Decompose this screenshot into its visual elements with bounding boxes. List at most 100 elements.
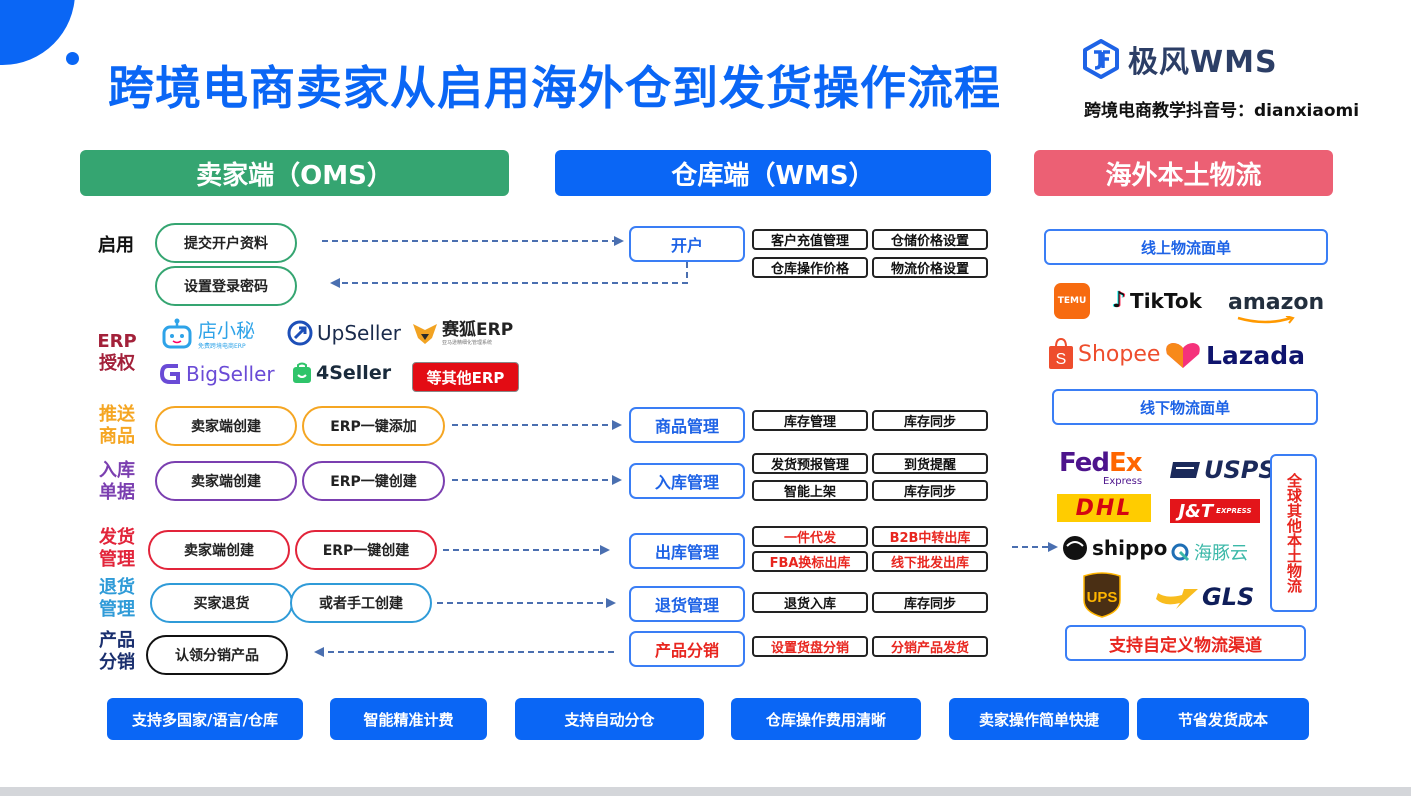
upseller-rocket-icon <box>287 320 313 346</box>
gls-name: GLS <box>1202 583 1255 611</box>
fedex-express: Express <box>1103 476 1143 487</box>
oms-inbound-seller-create[interactable]: 卖家端创建 <box>155 461 297 501</box>
tiktok-note-icon: ♪ <box>1112 288 1127 313</box>
shopee-logo: S Shopee <box>1048 338 1160 370</box>
shopee-bag-icon: S <box>1049 338 1073 369</box>
feature-fba-relabel: FBA换标出库 <box>752 551 868 572</box>
usps-name: USPS <box>1204 456 1276 484</box>
logo-name: 极风WMS <box>1128 45 1278 80</box>
oms-inbound-erp-create[interactable]: ERP一键创建 <box>302 461 445 501</box>
feature-operation-price: 仓库操作价格 <box>752 257 868 278</box>
erp-saihu-name: 赛狐ERP <box>442 319 514 340</box>
oms-set-login-password[interactable]: 设置登录密码 <box>155 266 297 306</box>
lazada-name: Lazada <box>1206 340 1305 370</box>
ups-shield-icon: UPS <box>1083 572 1121 618</box>
ups-text: UPS <box>1087 589 1118 606</box>
wms-outbound-mgmt[interactable]: 出库管理 <box>629 533 745 569</box>
oms-buyer-return[interactable]: 买家退货 <box>150 583 293 623</box>
haitunyun-logo: 海豚云 <box>1170 539 1248 565</box>
feature-arrival-reminder: 到货提醒 <box>872 453 988 474</box>
wms-open-account[interactable]: 开户 <box>629 226 745 262</box>
feature-inventory-sync-inbound: 库存同步 <box>872 480 988 501</box>
erp-logo-dianxiaomi[interactable]: 店小秘 免费跨境电商ERP <box>160 318 255 352</box>
more-erp-button[interactable]: 等其他ERP <box>412 362 519 392</box>
online-label-box[interactable]: 线上物流面单 <box>1044 229 1328 265</box>
temu-logo: TEMU <box>1054 283 1090 319</box>
oms-push-seller-create[interactable]: 卖家端创建 <box>155 406 297 446</box>
lazada-logo: Lazada <box>1164 340 1305 370</box>
shopee-name: Shopee <box>1078 341 1161 367</box>
global-other-logistics[interactable]: 全球其他本土物流 <box>1270 454 1317 612</box>
bigseller-icon <box>159 364 180 384</box>
erp-logo-bigseller[interactable]: BigSeller <box>158 362 275 386</box>
offline-label-box[interactable]: 线下物流面单 <box>1052 389 1318 425</box>
section-header-wms: 仓库端（WMS） <box>555 150 991 196</box>
feature-recharge-mgmt: 客户充值管理 <box>752 229 868 250</box>
ups-logo: UPS <box>1082 572 1122 618</box>
oms-push-erp-add[interactable]: ERP一键添加 <box>302 406 445 446</box>
section-header-oms: 卖家端（OMS） <box>80 150 509 196</box>
oms-shipping-erp-create[interactable]: ERP一键创建 <box>295 530 437 570</box>
jt-name: J&T <box>1178 500 1214 522</box>
haitunyun-name: 海豚云 <box>1194 543 1248 564</box>
wms-inbound-mgmt[interactable]: 入库管理 <box>629 463 745 499</box>
usps-eagle-icon <box>1170 462 1200 478</box>
fedex-logo: FedEx Express <box>1059 448 1143 487</box>
erp-logo-upseller[interactable]: UpSeller <box>287 320 401 346</box>
feature-distribution-shipping: 分销产品发货 <box>872 636 988 657</box>
shippo-name: shippo <box>1092 536 1168 560</box>
feature-inventory-mgmt: 库存管理 <box>752 410 868 431</box>
feature-set-distribution-pool: 设置货盘分销 <box>752 636 868 657</box>
tiktok-logo: ♪ TikTok <box>1112 288 1202 313</box>
erp-upseller-name: UpSeller <box>317 321 401 345</box>
shippo-icon <box>1063 536 1087 560</box>
footer-simple-operation: 卖家操作简单快捷 <box>949 698 1129 740</box>
feature-inventory-sync: 库存同步 <box>872 410 988 431</box>
oms-shipping-seller-create[interactable]: 卖家端创建 <box>148 530 290 570</box>
row-label-shipping-line2: 管理 <box>99 549 135 570</box>
footer-auto-warehouse: 支持自动分仓 <box>515 698 704 740</box>
erp-bigseller-name: BigSeller <box>186 362 275 386</box>
feature-logistics-price: 物流价格设置 <box>872 257 988 278</box>
row-label-enable: 启用 <box>98 235 134 256</box>
feature-inventory-sync-returns: 库存同步 <box>872 592 988 613</box>
section-header-logistics: 海外本土物流 <box>1034 150 1333 196</box>
robot-icon <box>162 318 192 349</box>
erp-dianxiaomi-name: 店小秘 <box>198 319 256 342</box>
row-label-returns: 退货 管理 <box>97 577 137 621</box>
row-label-push-line1: 推送 <box>99 404 135 425</box>
row-label-dist-line1: 产品 <box>99 630 135 651</box>
feature-storage-price: 仓储价格设置 <box>872 229 988 250</box>
jt-express-text: EXPRESS <box>1216 507 1252 515</box>
bottom-divider <box>0 787 1411 796</box>
wms-product-mgmt[interactable]: 商品管理 <box>629 407 745 443</box>
row-label-dist-line2: 分销 <box>99 652 135 673</box>
erp-logo-4seller[interactable]: 4Seller <box>292 362 391 384</box>
haitunyun-icon <box>1171 543 1190 562</box>
row-label-inbound-line1: 入库 <box>99 460 135 481</box>
oms-submit-account-info[interactable]: 提交开户资料 <box>155 223 297 263</box>
custom-channel-box[interactable]: 支持自定义物流渠道 <box>1065 625 1306 661</box>
wms-product-distribution[interactable]: 产品分销 <box>629 631 745 667</box>
feature-shipment-forecast: 发货预报管理 <box>752 453 868 474</box>
amazon-smile-icon <box>1237 316 1295 324</box>
row-label-inbound-line2: 单据 <box>99 482 135 503</box>
row-label-shipping-line1: 发货 <box>99 527 135 548</box>
brand-logo: 极风WMS <box>1082 37 1278 81</box>
shopping-bag-icon <box>293 362 311 383</box>
feature-offline-wholesale: 线下批发出库 <box>872 551 988 572</box>
oms-manual-return-create[interactable]: 或者手工创建 <box>290 583 432 623</box>
oms-claim-distribution-product[interactable]: 认领分销产品 <box>146 635 288 675</box>
tiktok-name: TikTok <box>1130 288 1202 313</box>
feature-b2b-transfer: B2B中转出库 <box>872 526 988 547</box>
erp-dianxiaomi-sub: 免费跨境电商ERP <box>198 342 246 350</box>
gls-logo: GLS <box>1154 583 1254 611</box>
title-bullet-dot <box>66 52 79 65</box>
wms-returns-mgmt[interactable]: 退货管理 <box>629 586 745 622</box>
gls-arrow-icon <box>1156 589 1198 609</box>
erp-logo-saihu[interactable]: 赛狐ERP 亚马逊精细化管理系统 <box>412 320 513 346</box>
fox-icon <box>413 324 437 344</box>
footer-multi-country: 支持多国家/语言/仓库 <box>107 698 303 740</box>
corner-decoration <box>0 0 75 65</box>
row-label-push-line2: 商品 <box>99 426 135 447</box>
